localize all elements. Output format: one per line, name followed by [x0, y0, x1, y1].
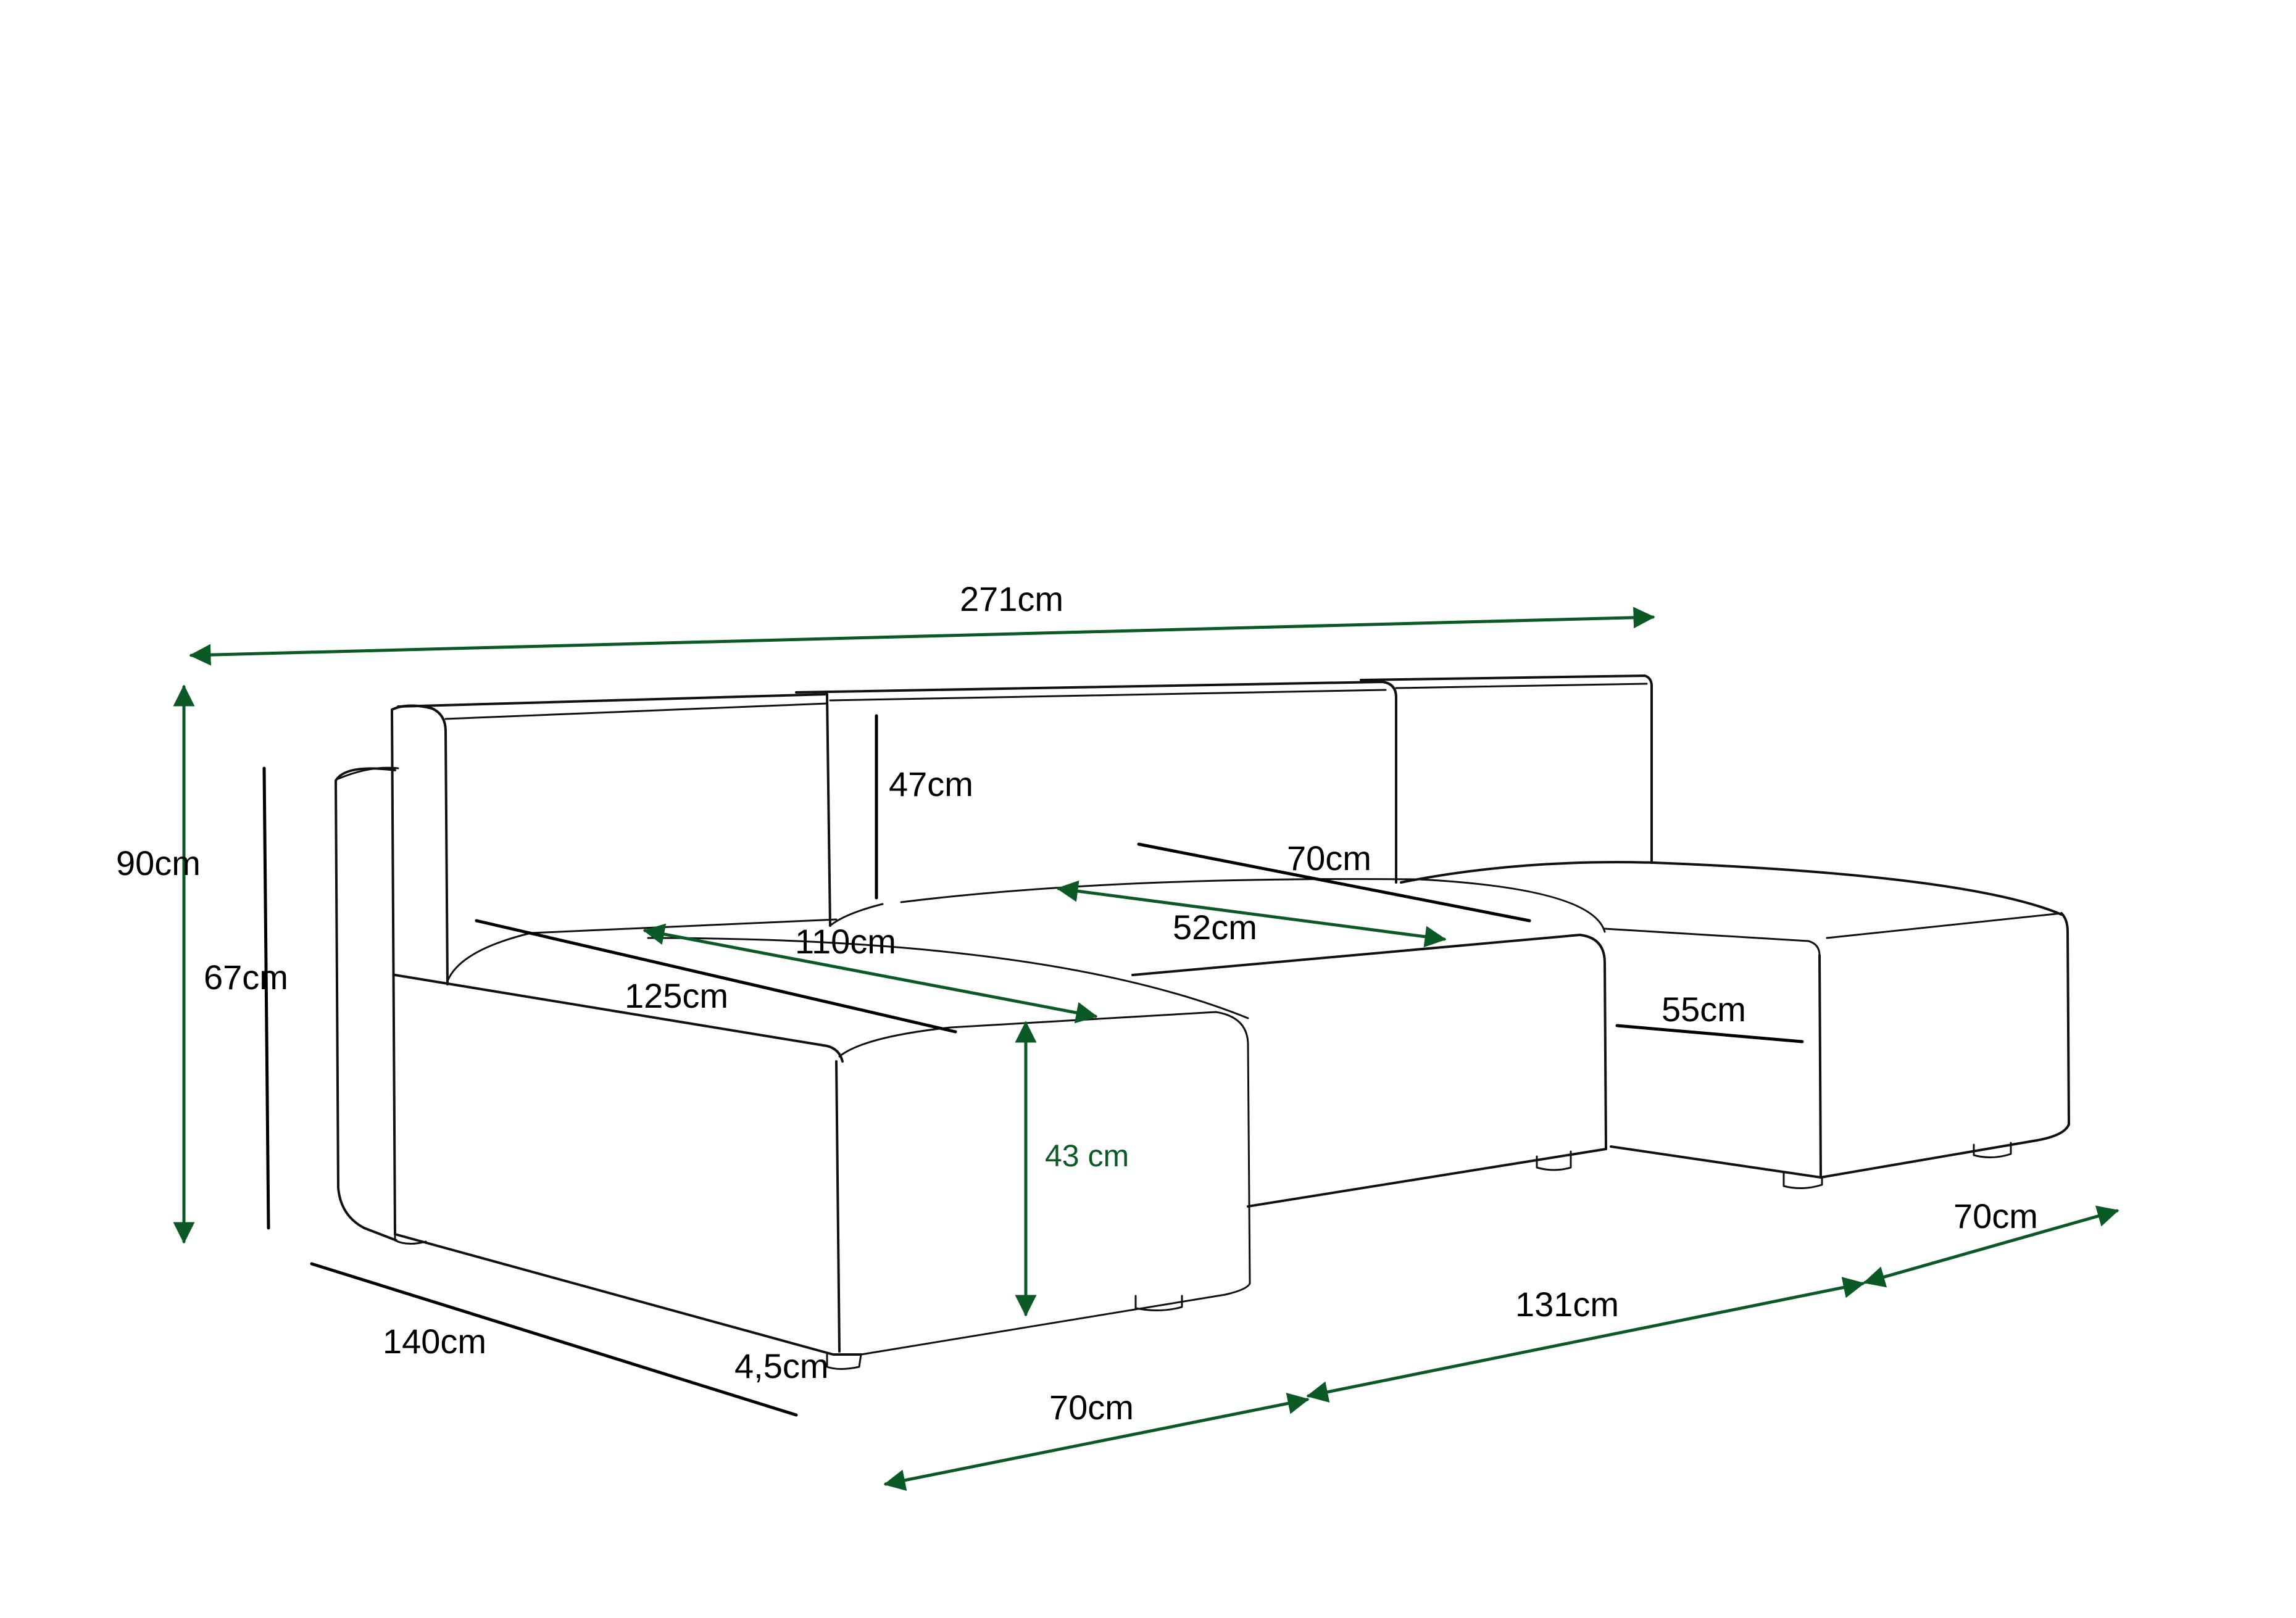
label-bottom-middle-width: 131cm	[1515, 1285, 1619, 1324]
arrow-left-seat-width	[643, 923, 1098, 1024]
arrow-middle-seat-depth	[1056, 880, 1447, 948]
left-seat-front	[394, 1060, 862, 1356]
sofa-outline	[335, 674, 2070, 1370]
label-total-height: 90cm	[116, 844, 201, 882]
label-armrest-height: 67cm	[204, 958, 288, 997]
leg-middle-front	[1134, 1295, 1183, 1312]
label-chaise-cushion-width: 55cm	[1662, 990, 1746, 1029]
label-backrest-height: 47cm	[889, 765, 973, 803]
label-middle-seat-depth: 52cm	[1173, 908, 1257, 947]
right-backrest	[1360, 674, 1653, 864]
guide-armrest-height	[262, 766, 270, 1230]
dimension-labels: 271cm 90cm 67cm 47cm 70cm 52cm 110cm 125…	[116, 579, 2038, 1427]
guide-side-depth	[310, 1262, 798, 1417]
arrow-bottom-right-width	[1863, 1205, 2119, 1288]
right-backrest-inner	[1395, 682, 1648, 689]
chaise-top	[1400, 861, 2063, 916]
left-backrest	[391, 704, 449, 1235]
arrow-total-width	[189, 607, 1655, 666]
left-armrest-outline	[335, 767, 397, 1242]
left-seat-back-curve	[647, 937, 1249, 1019]
arrow-bottom-left-width	[883, 1393, 1310, 1491]
left-backrest-top	[397, 693, 831, 927]
label-leg-height: 4,5cm	[734, 1346, 829, 1385]
label-bottom-right-width: 70cm	[1953, 1197, 2038, 1235]
chaise-front	[1610, 912, 2070, 1179]
leg-middle-back	[1536, 1150, 1572, 1171]
label-bottom-left-width: 70cm	[1049, 1388, 1134, 1427]
middle-backrest-inner	[829, 689, 1387, 702]
leg-left-front	[826, 1353, 862, 1370]
label-seat-height: 43 cm	[1045, 1139, 1129, 1173]
left-seat-top	[838, 1011, 1251, 1356]
middle-seat-top	[900, 877, 1606, 933]
middle-seat-front	[1131, 934, 1607, 1208]
leg-chaise-front	[1782, 1171, 1823, 1189]
arrow-bottom-middle-width	[1306, 1277, 1865, 1403]
left-backrest-inner	[444, 702, 828, 720]
leg-left-back	[394, 1233, 427, 1245]
label-left-seat-width: 110cm	[795, 922, 896, 961]
left-backrest-bottom	[446, 918, 838, 982]
middle-backrest-front	[829, 903, 884, 927]
label-chaise-seat-depth: 70cm	[1287, 839, 1371, 877]
leg-chaise-back	[1973, 1142, 2012, 1158]
label-left-seat-depth: 125cm	[625, 976, 728, 1015]
dimension-arrows	[173, 607, 2119, 1491]
chaise-front-top	[1603, 912, 2063, 956]
left-seat-cushion	[394, 974, 844, 1063]
label-side-depth: 140cm	[383, 1322, 486, 1361]
middle-backrest	[795, 681, 1397, 884]
label-total-width: 271cm	[960, 579, 1063, 618]
guide-chaise-cushion	[1615, 1024, 1804, 1043]
